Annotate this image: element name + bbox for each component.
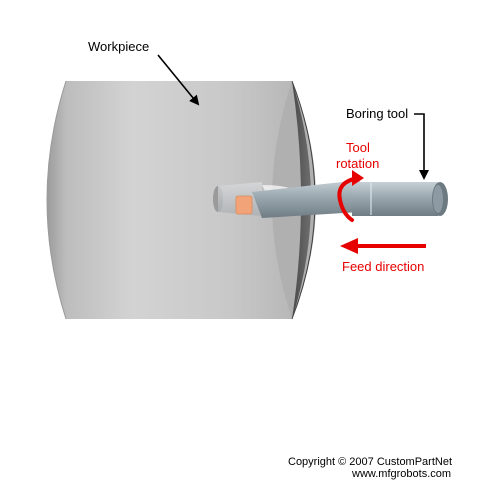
boring-tool-leader [414,113,429,180]
feed-arrow [340,238,426,254]
tool-shank [352,182,438,216]
website-line: www.mfgrobots.com [351,468,451,480]
feed-arrow-head [340,238,358,254]
feed-direction-label: Feed direction [342,259,424,274]
workpiece-label: Workpiece [88,39,149,54]
workpiece-left-edge [46,80,67,320]
tool-shank-end-highlight [433,185,443,213]
tool-rotation-label-line1: Tool [346,140,370,155]
workpiece-body [47,81,292,319]
boring-tool-label: Boring tool [346,106,408,121]
workpiece-leader [157,54,200,106]
cutting-insert [235,195,253,215]
rotation-arrow-head [352,170,364,186]
tool-neck [252,180,360,218]
boring-tool [218,180,448,218]
copyright-line: Copyright © 2007 CustomPartNet [288,456,452,468]
tool-rotation-label-line2: rotation [336,156,379,171]
rotation-arrow-arc [337,176,360,222]
rotation-arrow [337,170,364,222]
